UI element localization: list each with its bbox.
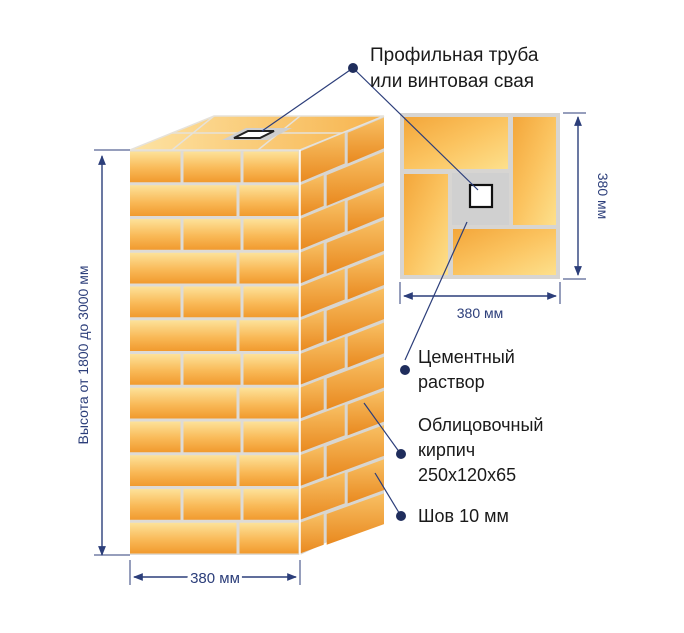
side-brick (326, 425, 384, 477)
pipe-label-line1: Профильная труба (370, 45, 539, 66)
front-brick (130, 286, 181, 318)
front-brick (239, 320, 299, 351)
front-brick (239, 455, 299, 486)
plan-brick-right (513, 117, 556, 225)
pipe-label-dot (348, 63, 358, 73)
side-brick (347, 185, 384, 232)
front-brick (130, 354, 181, 385)
joint-label: Шов 10 мм (418, 506, 509, 526)
side-brick (347, 322, 384, 368)
front-brick (243, 151, 299, 183)
front-brick (243, 421, 299, 453)
front-brick (130, 455, 237, 486)
front-brick (130, 219, 181, 250)
plan-view (400, 113, 560, 279)
side-brick (300, 200, 345, 250)
side-brick (300, 404, 345, 453)
side-brick (347, 390, 384, 436)
front-brick (183, 354, 241, 385)
front-brick (183, 286, 241, 318)
brick-label-line1: Облицовочный (418, 415, 543, 435)
side-brick (347, 459, 384, 504)
pipe-icon (233, 130, 275, 139)
front-brick (243, 489, 299, 520)
height-dimension-label: Высота от 1800 до 3000 мм (75, 266, 91, 445)
side-brick (300, 472, 345, 520)
brick-label-line3: 250х120х65 (418, 465, 516, 485)
plan-brick-left (404, 174, 448, 275)
front-brick (130, 320, 237, 351)
pillar-side-bricks (300, 117, 384, 554)
front-brick (183, 151, 241, 183)
plan-brick-bottom-right (453, 229, 556, 275)
front-brick (183, 421, 241, 453)
side-brick (326, 288, 384, 342)
mortar-label-dot (400, 365, 410, 375)
mortar-label-line2: раствор (418, 372, 485, 392)
side-brick (300, 310, 324, 351)
side-brick (300, 446, 324, 486)
plan-pipe-icon (468, 183, 494, 209)
front-brick (130, 387, 237, 419)
front-brick (239, 522, 299, 554)
side-brick (300, 132, 345, 183)
front-brick (239, 185, 299, 216)
side-brick (300, 242, 324, 284)
leader-lines (261, 67, 479, 517)
front-brick (130, 522, 237, 554)
side-brick (347, 117, 384, 164)
pillar (129, 115, 385, 555)
front-brick (130, 151, 181, 183)
brick-label-line2: кирпич (418, 440, 475, 460)
front-brick (130, 185, 237, 216)
front-brick (243, 286, 299, 318)
pipe-label-line2: или винтовая свая (370, 71, 534, 92)
pillar-front-bricks (130, 151, 299, 554)
plan-brick-top-left (404, 117, 508, 169)
front-width-label: 380 мм (190, 570, 240, 587)
front-brick (183, 219, 241, 250)
dimension-lines (94, 112, 586, 585)
brick-label-dot (396, 449, 406, 459)
front-brick (243, 219, 299, 250)
side-brick (326, 493, 384, 545)
pillar-front-face (130, 150, 300, 555)
front-brick (130, 421, 181, 453)
side-brick (326, 356, 384, 410)
front-brick (239, 387, 299, 419)
side-brick (300, 513, 324, 554)
front-brick (239, 252, 299, 284)
front-brick (130, 489, 181, 520)
joint-label-dot (396, 511, 406, 521)
mortar-label-line1: Цементный (418, 347, 515, 367)
side-brick (300, 268, 345, 318)
side-brick (300, 336, 345, 385)
plan-width-label: 380 мм (457, 305, 504, 321)
front-brick (243, 354, 299, 385)
front-brick (183, 489, 241, 520)
side-brick (300, 378, 324, 419)
side-brick (347, 254, 384, 300)
side-brick (300, 175, 324, 216)
side-brick (326, 220, 384, 274)
plan-height-label: 380 мм (595, 173, 611, 220)
label-dots (348, 63, 410, 521)
side-brick (326, 151, 384, 206)
front-brick (130, 252, 237, 284)
